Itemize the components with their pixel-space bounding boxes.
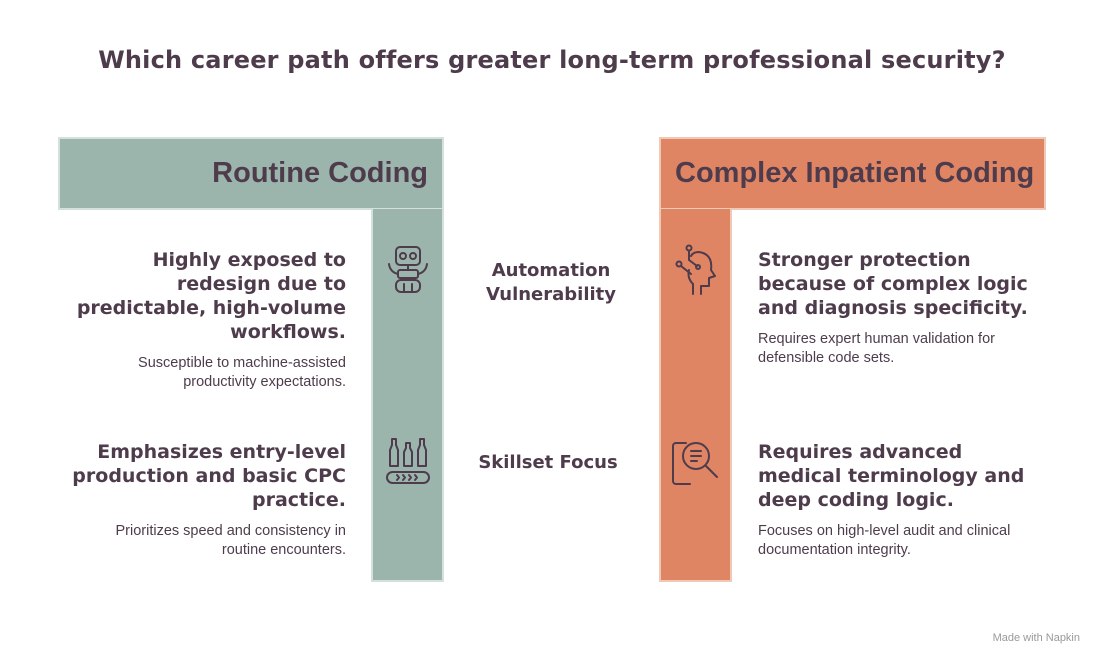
routine-skillset-desc: Prioritizes speed and consistency in rou… [115,523,346,558]
criterion-automation-vulnerability: Automation Vulnerability [485,260,617,305]
routine-automation-desc: Susceptible to machine-assisted producti… [138,355,346,390]
page-title: Which career path offers greater long-te… [98,46,1006,74]
routine-skillset-heading: Emphasizes entry-level production and ba… [72,441,346,511]
head-circuit-icon [671,244,721,298]
routine-coding-column [371,209,444,582]
routine-coding-header-label: Routine Coding [212,157,428,189]
complex-automation-heading: Stronger protection because of complex l… [758,249,1028,319]
routine-coding-header: Routine Coding [58,137,444,210]
complex-skillset-heading: Requires advanced medical terminology an… [758,441,1025,511]
criterion-skillset-focus: Skillset Focus [478,452,618,473]
bottles-conveyor-icon [384,436,432,488]
footer-credit: Made with Napkin [993,632,1080,644]
complex-inpatient-coding-header-label: Complex Inpatient Coding [675,157,1035,189]
robot-icon [384,244,432,296]
complex-skillset-desc: Focuses on high-level audit and clinical… [758,523,1011,558]
complex-automation-desc: Requires expert human validation for def… [758,331,995,366]
complex-inpatient-coding-column [659,209,732,582]
document-search-icon [670,436,720,490]
complex-inpatient-coding-header: Complex Inpatient Coding [659,137,1046,210]
routine-automation-heading: Highly exposed to redesign due to predic… [76,249,346,343]
made-with-napkin-label: Made with Napkin [992,632,1080,644]
